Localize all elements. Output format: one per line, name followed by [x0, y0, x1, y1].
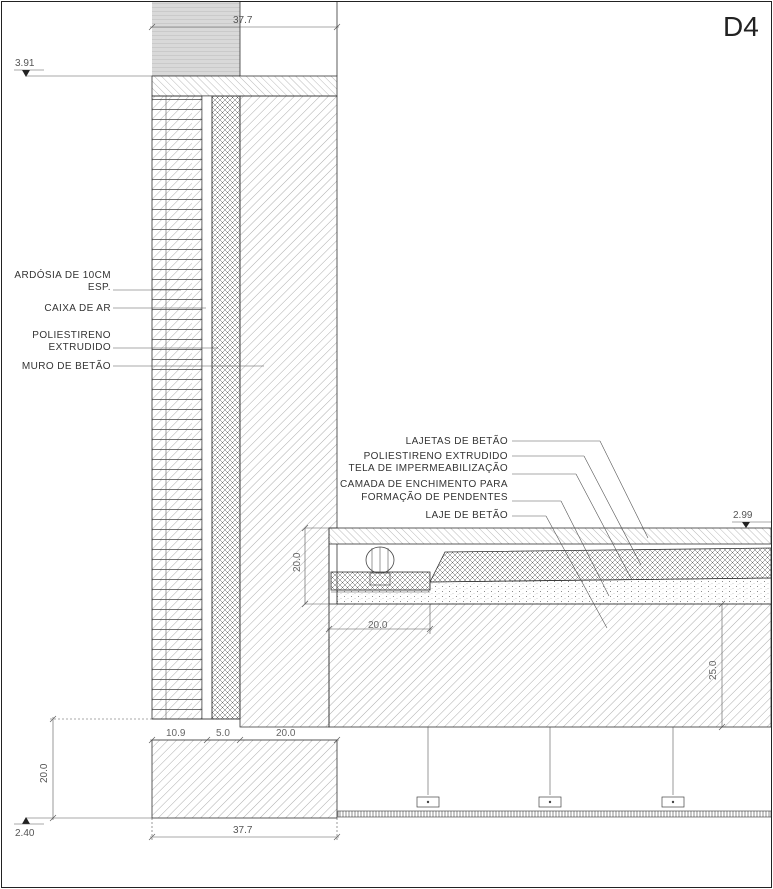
label-wall-insulation-line-2: EXTRUDIDO [49, 342, 112, 353]
ceiling-hanger-3 [661, 727, 685, 808]
label-screed-line-1: CAMADA DE ENCHIMENTO PARA [340, 479, 508, 490]
ceiling-hanger-1 [416, 727, 440, 808]
suspended-ceiling [337, 810, 772, 818]
label-roof-insulation: POLIESTIRENO EXTRUDIDO [364, 451, 642, 566]
label-slate-line-2: ESP. [88, 282, 111, 293]
dim-slab-thickness-value: 25.0 [708, 660, 719, 680]
upper-wall-hatch [152, 2, 240, 76]
dim-insulation-value: 5.0 [216, 728, 230, 739]
label-membrane-text: TELA DE IMPERMEABILIZAÇÃO [349, 461, 508, 474]
label-membrane: TELA DE IMPERMEABILIZAÇÃO [349, 461, 633, 581]
label-slab-text: LAJE DE BETÃO [426, 508, 508, 521]
concrete-wall [239, 95, 338, 728]
roof-drain-icon [365, 546, 395, 586]
dim-parapet-height-value: 20.0 [292, 552, 303, 572]
label-slab: LAJE DE BETÃO [426, 508, 608, 629]
dim-wall-top-value: 37.7 [233, 15, 253, 26]
level-roof-value: 2.99 [733, 510, 753, 521]
label-slate: ARDÓSIA DE 10CM ESP. [14, 268, 181, 293]
level-bottom-value: 2.40 [15, 828, 35, 839]
label-screed-line-2: FORMAÇÃO DE PENDENTES [361, 490, 508, 503]
label-slate-line-1: ARDÓSIA DE 10CM [14, 268, 111, 281]
label-concrete-wall: MURO DE BETÃO [22, 359, 264, 372]
label-roof-insulation-text: POLIESTIRENO EXTRUDIDO [364, 451, 508, 462]
level-roof: 2.99 [732, 510, 771, 528]
dim-concrete-value: 20.0 [276, 728, 296, 739]
roof-insulation [429, 547, 772, 583]
sheet-tag: D4 [723, 11, 759, 42]
dim-footing-height-value: 20.0 [39, 763, 50, 783]
dim-parapet: 20.0 20.0 [292, 524, 434, 634]
label-wall-insulation-line-1: POLIESTIRENO [32, 330, 111, 341]
wall-cap [151, 75, 338, 97]
concrete-pavers [328, 527, 772, 545]
label-wall-insulation: POLIESTIRENO EXTRUDIDO [32, 330, 218, 353]
label-air-gap-text: CAIXA DE AR [44, 303, 111, 314]
ceiling-hanger-2 [538, 727, 562, 808]
label-pavers-text: LAJETAS DE BETÃO [406, 434, 508, 447]
dim-wall-bottom-value: 37.7 [233, 825, 253, 836]
dim-slab-thickness: 25.0 [708, 600, 726, 731]
footing [151, 739, 338, 819]
dim-slate-value: 10.9 [166, 728, 186, 739]
dim-wall-top: 37.7 [148, 15, 341, 31]
label-screed: CAMADA DE ENCHIMENTO PARA FORMAÇÃO DE PE… [340, 479, 610, 597]
label-pavers: LAJETAS DE BETÃO [406, 434, 649, 539]
concrete-slab [328, 603, 772, 728]
dim-wall-bottom: 37.7 [148, 818, 341, 842]
level-top: 3.91 [14, 58, 152, 77]
level-top-value: 3.91 [15, 58, 35, 69]
level-bottom: 2.40 [14, 817, 152, 839]
wall-insulation [211, 95, 241, 720]
dim-parapet-width-value: 20.0 [368, 620, 388, 631]
air-gap [201, 95, 213, 720]
dim-footing-height: 20.0 [39, 715, 152, 822]
slate-cladding [151, 95, 203, 720]
dim-layers: 10.9 5.0 20.0 [148, 728, 341, 744]
label-air-gap: CAIXA DE AR [44, 303, 206, 314]
label-concrete-wall-text: MURO DE BETÃO [22, 359, 111, 372]
